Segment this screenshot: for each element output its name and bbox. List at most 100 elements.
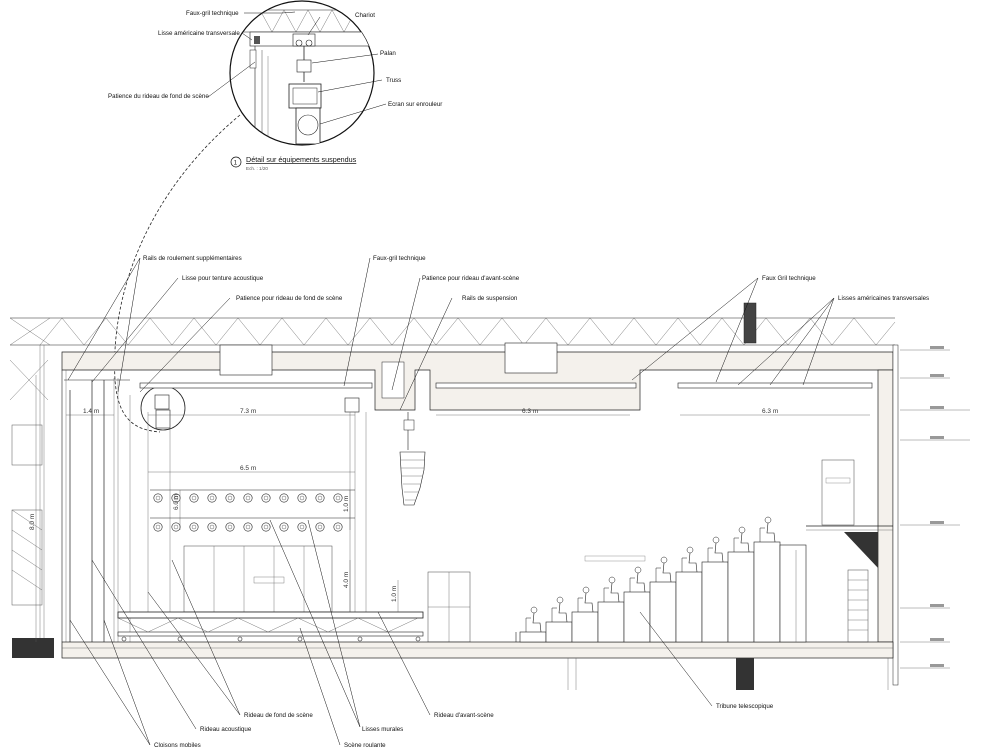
spotlight: [333, 493, 343, 503]
spectator: [603, 576, 620, 603]
right-wall: [877, 369, 894, 643]
label-rails-suspension: Rails de suspension: [462, 295, 518, 302]
detail-view: Faux-gril technique Lisse américaine tra…: [108, 0, 442, 171]
grid-rails: [64, 379, 873, 389]
speaker-array: [399, 412, 426, 506]
dim-4: 6.3 m: [762, 408, 778, 415]
detail-number: 1: [234, 160, 238, 167]
detail-label-patience: Patience du rideau de fond de scène: [108, 93, 209, 100]
label-lisses-murales: Lisses murales: [362, 726, 403, 733]
detail-label-ecran: Ecran sur enrouleur: [388, 101, 442, 108]
bottom-leaders: [69, 519, 713, 746]
label-lisse-tenture: Lisse pour tenture acoustique: [182, 275, 264, 282]
dim-h1: 8.0 m: [29, 514, 36, 530]
dim-5: 6.5 m: [240, 465, 256, 472]
spotlight: [207, 493, 217, 503]
spotlight: [297, 522, 307, 532]
label-rails-roulement: Rails de roulement supplémentaires: [143, 255, 242, 262]
label-tribune: Tribune telescopique: [716, 703, 774, 710]
rolling-stage: [117, 611, 424, 642]
tribune-step: [649, 581, 677, 643]
detail-label-palan: Palan: [380, 50, 396, 57]
hanging-truss-left: [154, 394, 171, 429]
tribune-step: [597, 601, 625, 643]
dim-h2: 6.0 m: [173, 494, 180, 510]
tribune-step: [623, 591, 651, 643]
spotlight: [243, 493, 253, 503]
tribune-step: [545, 621, 573, 643]
detail-label-chariot: Chariot: [355, 12, 375, 19]
label-scene-roulante: Scène roulante: [344, 742, 386, 749]
spectator: [681, 546, 698, 573]
dim-1: 1.4 m: [83, 408, 99, 415]
spotlight: [243, 522, 253, 532]
telescopic-tribune: [515, 516, 807, 643]
dim-2: 7.3 m: [240, 408, 256, 415]
spotlight: [315, 493, 325, 503]
label-patience-avant: Patience pour rideau d'avant-scène: [422, 275, 520, 282]
detail-connector: [114, 114, 241, 433]
detail-label-truss: Truss: [386, 77, 401, 84]
technical-booth: [806, 459, 893, 643]
top-leaders: [67, 257, 835, 411]
detail-label-lisse: Lisse américaine transversale: [158, 30, 240, 37]
tribune-step: [571, 611, 599, 643]
spotlight: [171, 493, 181, 503]
dim-h5: 1.0 m: [391, 586, 398, 602]
label-patience-fond: Patience pour rideau de fond de scène: [236, 295, 343, 302]
spotlight: [225, 522, 235, 532]
spectator: [525, 606, 542, 633]
spots-row-upper: [153, 493, 343, 503]
spots-row-lower: [153, 522, 343, 532]
dim-3: 6.3 m: [522, 408, 538, 415]
label-rideau-fond: Rideau de fond de scène: [244, 712, 313, 719]
spectator: [629, 566, 646, 593]
label-faux-gril: Faux-gril technique: [373, 255, 426, 262]
backdrop-panel: [183, 545, 333, 613]
label-rideau-acoustique: Rideau acoustique: [200, 726, 252, 733]
spotlight: [279, 493, 289, 503]
spotlight: [225, 493, 235, 503]
spectator: [707, 536, 724, 563]
roof-truss: [9, 302, 896, 401]
label-faux-gril-2: Faux Gril technique: [762, 275, 816, 282]
left-facade: [11, 345, 54, 658]
spotlight: [207, 522, 217, 532]
dimension-lines: [35, 375, 870, 642]
spectator: [551, 596, 568, 623]
spotlight: [315, 522, 325, 532]
label-rideau-avant: Rideau d'avant-scène: [434, 712, 494, 719]
detail-label-faux-gril: Faux-gril technique: [186, 10, 239, 17]
spotlight: [333, 522, 343, 532]
tribune-step: [753, 541, 781, 643]
tribune-step: [519, 631, 547, 643]
spectator: [759, 516, 776, 543]
lighting-bars: [150, 489, 355, 519]
floor-slab: [61, 641, 894, 659]
spotlight: [171, 522, 181, 532]
roof-slab: [61, 351, 894, 411]
detail-number-bubble: [230, 156, 242, 168]
spectator: [577, 586, 594, 613]
label-cloisons-mobiles: Cloisons mobiles: [154, 742, 201, 749]
spotlight: [261, 522, 271, 532]
hanging-truss-right: [344, 397, 360, 413]
spotlight: [297, 493, 307, 503]
detail-scale: Ech. : 1/20: [246, 166, 268, 171]
level-markers: [900, 346, 970, 669]
spectator: [655, 556, 672, 583]
detail-title: Détail sur équipements suspendus: [246, 155, 357, 164]
tribune-step: [727, 551, 755, 643]
tribune-step: [701, 561, 729, 643]
spotlight: [153, 493, 163, 503]
dim-h4: 4.0 m: [343, 572, 350, 588]
spotlight: [153, 522, 163, 532]
spotlight: [279, 522, 289, 532]
spectator: [733, 526, 750, 553]
tribune-step: [675, 571, 703, 643]
spotlight: [189, 493, 199, 503]
spotlight: [189, 522, 199, 532]
dim-h3: 1.0 m: [343, 496, 350, 512]
spotlight: [261, 493, 271, 503]
